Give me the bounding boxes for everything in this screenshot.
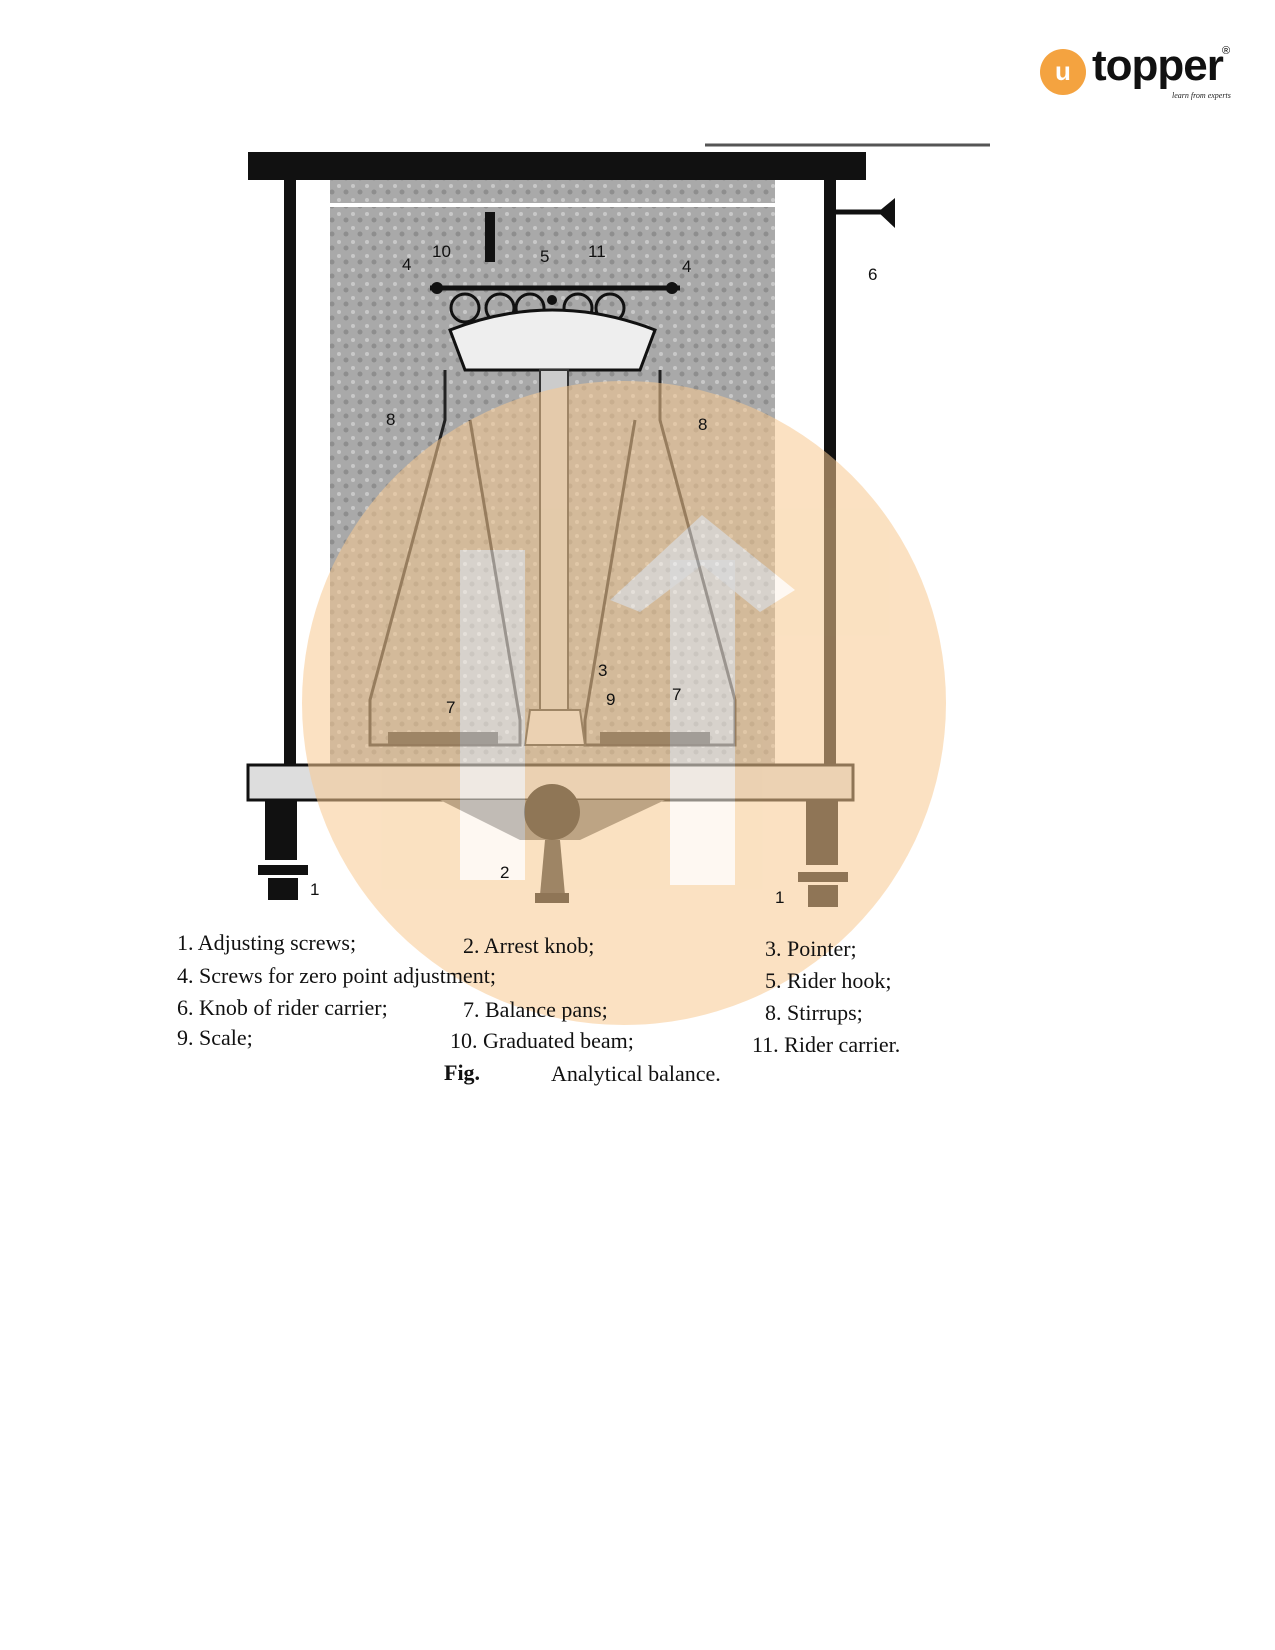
logo-tagline: learn from experts [1172, 91, 1231, 100]
label-5: 5 [540, 247, 549, 266]
label-7-right: 7 [672, 685, 681, 704]
graduated-beam [430, 282, 680, 372]
part-number-labels: 1 1 2 3 4 4 5 6 7 7 8 8 9 10 11 [310, 242, 877, 907]
legend-item: 6. Knob of rider carrier; [177, 995, 388, 1020]
label-3: 3 [598, 661, 607, 680]
label-1-left: 1 [310, 880, 319, 899]
legend-item: 9. Scale; [177, 1025, 253, 1050]
label-2: 2 [500, 863, 509, 882]
legend-item: 5. Rider hook; [765, 968, 892, 993]
legend-item: 8. Stirrups; [765, 1000, 863, 1025]
legend-item: 7. Balance pans; [463, 997, 608, 1022]
label-7-left: 7 [446, 698, 455, 717]
label-8-left: 8 [386, 410, 395, 429]
caption-prefix: Fig. [444, 1060, 481, 1085]
label-11: 11 [588, 242, 606, 261]
logo-mark-icon: u [1040, 49, 1086, 95]
legend-item: 3. Pointer; [765, 936, 857, 961]
rider-hook [485, 212, 495, 262]
left-post [284, 180, 296, 770]
caption-title: Analytical balance. [551, 1061, 721, 1086]
topper-logo: u topper ® learn from experts [1040, 41, 1240, 105]
label-9: 9 [606, 690, 615, 709]
label-6: 6 [868, 265, 877, 284]
rider-carrier-knob [836, 198, 895, 228]
legend-item: 4. Screws for zero point adjustment; [177, 963, 496, 988]
topper-watermark [302, 381, 946, 1025]
logo-registered: ® [1222, 45, 1231, 57]
top-plate [248, 152, 866, 180]
label-4-left: 4 [402, 255, 411, 274]
legend-item: 10. Graduated beam; [450, 1028, 634, 1053]
label-4-right: 4 [682, 257, 691, 276]
label-10: 10 [432, 242, 451, 261]
legend-item: 1. Adjusting screws; [177, 930, 357, 955]
label-8-right: 8 [698, 415, 707, 434]
legend-item: 11. Rider carrier. [752, 1032, 901, 1057]
label-1-right: 1 [775, 888, 784, 907]
logo-name: topper [1092, 41, 1224, 90]
legend-item: 2. Arrest knob; [463, 933, 595, 958]
